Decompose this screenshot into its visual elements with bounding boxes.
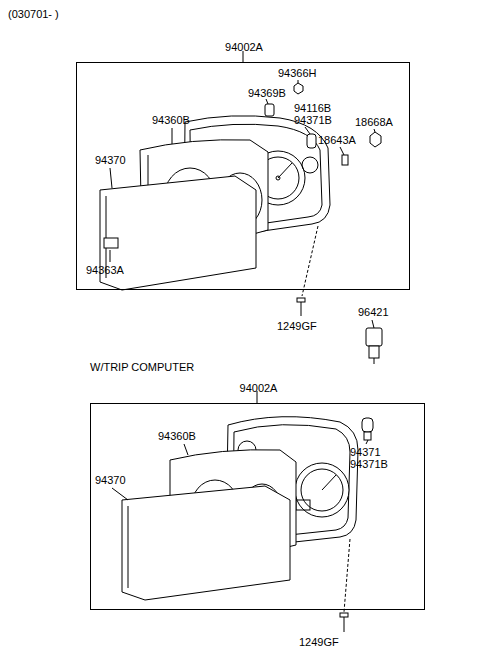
- part-number: 94370: [95, 474, 126, 487]
- part-number: 94371: [350, 446, 381, 459]
- part-number: 94371B: [350, 458, 388, 471]
- part-number: 1249GF: [299, 636, 339, 649]
- variant-note: W/TRIP COMPUTER: [90, 361, 194, 374]
- part-number: 94363A: [86, 264, 124, 277]
- part-number: 18643A: [318, 134, 356, 147]
- part-number: 1249GF: [277, 320, 317, 333]
- assembly-frame: 94002A: [90, 403, 425, 610]
- assembly-frame: 94002A: [76, 62, 410, 290]
- part-number: 94370: [95, 154, 126, 167]
- part-number: 94371B: [294, 114, 332, 127]
- date-code: (030701- ): [8, 8, 59, 21]
- assembly-number: 94002A: [240, 382, 278, 395]
- part-number: 94366H: [278, 67, 317, 80]
- part-number: 94369B: [248, 87, 286, 100]
- part-number: 94360B: [152, 114, 190, 127]
- part-number: 94116B: [294, 102, 331, 115]
- part-number: 18668A: [355, 116, 393, 129]
- part-number: 94360B: [158, 430, 196, 443]
- part-number: 96421: [358, 306, 389, 319]
- assembly-number: 94002A: [225, 41, 263, 54]
